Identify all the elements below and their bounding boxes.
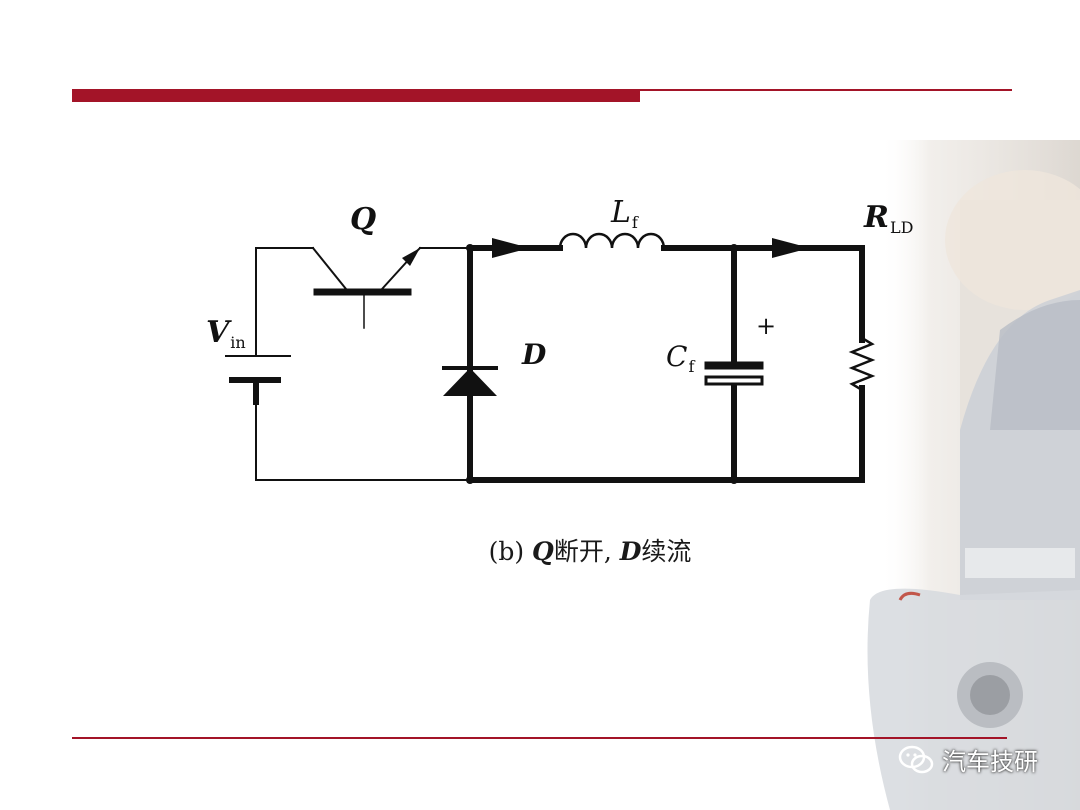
capacitor-label: Cf	[666, 340, 695, 376]
diode-label: D	[522, 338, 547, 371]
figure-caption: (b) Q断开, D续流	[488, 537, 692, 566]
polarity-mark: +	[756, 312, 777, 340]
wechat-watermark: 汽车技研	[898, 742, 1038, 777]
header-rule-thick	[72, 89, 640, 102]
transistor-symbol	[311, 246, 422, 329]
inductor-label: Lf	[611, 195, 638, 232]
emitter-arrow-icon	[402, 248, 420, 266]
resistor-zigzag	[848, 336, 876, 392]
wechat-icon	[898, 745, 934, 773]
header-rule-thin	[640, 89, 1012, 91]
inductor-coil	[558, 232, 666, 250]
current-arrow-icon-1	[492, 238, 530, 258]
inactive-wires	[255, 247, 471, 481]
junction-dots	[466, 244, 738, 484]
watermark-text: 汽车技研	[942, 748, 1038, 776]
current-arrow-icon-2	[772, 238, 810, 258]
capacitor-symbol	[704, 361, 764, 386]
source-label: Vin	[206, 315, 246, 352]
battery-symbol	[225, 355, 291, 405]
diode-symbol	[443, 368, 497, 396]
footer-rule	[72, 737, 1007, 739]
load-label: RLD	[864, 200, 914, 237]
transistor-label: Q	[350, 202, 377, 237]
